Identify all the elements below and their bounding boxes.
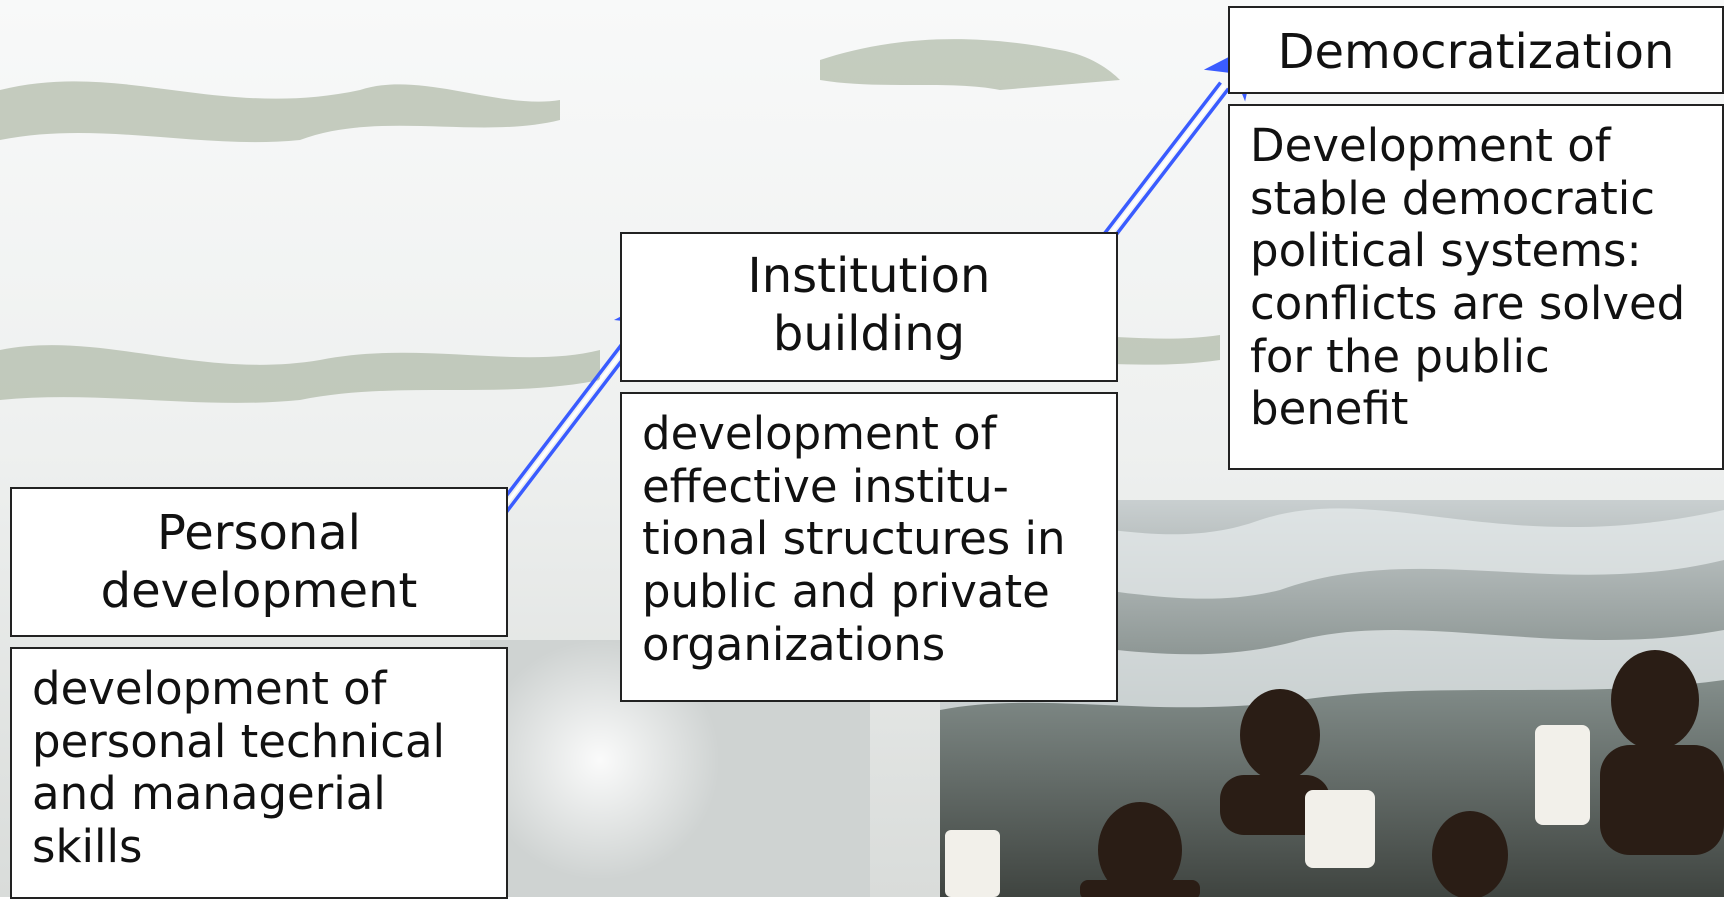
stage-democratization-title-box: Democratization <box>1228 6 1724 94</box>
stage-personal-title-line-2: development <box>100 562 418 619</box>
stage-institution-title-line-2: building <box>772 305 966 362</box>
children-silhouettes <box>1080 650 1724 897</box>
stage-institution-title-box: Institution building <box>620 232 1118 382</box>
stage-institution-title-line-1: Institution <box>747 248 991 304</box>
stage-personal-title-box: Personal development <box>10 487 508 637</box>
stage-democratization-description: Development of stable democratic politic… <box>1250 119 1686 436</box>
stage-personal-description: development of personal technical and ma… <box>32 662 446 873</box>
stage-personal-description-box: development of personal technical and ma… <box>10 647 508 899</box>
foam-blocks <box>945 725 1590 897</box>
stage-institution-description-box: development of effective institu-tional … <box>620 392 1118 702</box>
stage-democratization-description-box: Development of stable democratic politic… <box>1228 104 1724 470</box>
stage-democratization-title: Democratization <box>1277 24 1675 80</box>
surf-foam <box>940 508 1724 710</box>
wave-foam <box>0 39 1220 403</box>
stage-institution-description: development of effective institu-tional … <box>642 407 1066 671</box>
stage-personal-title-line-1: Personal <box>156 505 362 561</box>
